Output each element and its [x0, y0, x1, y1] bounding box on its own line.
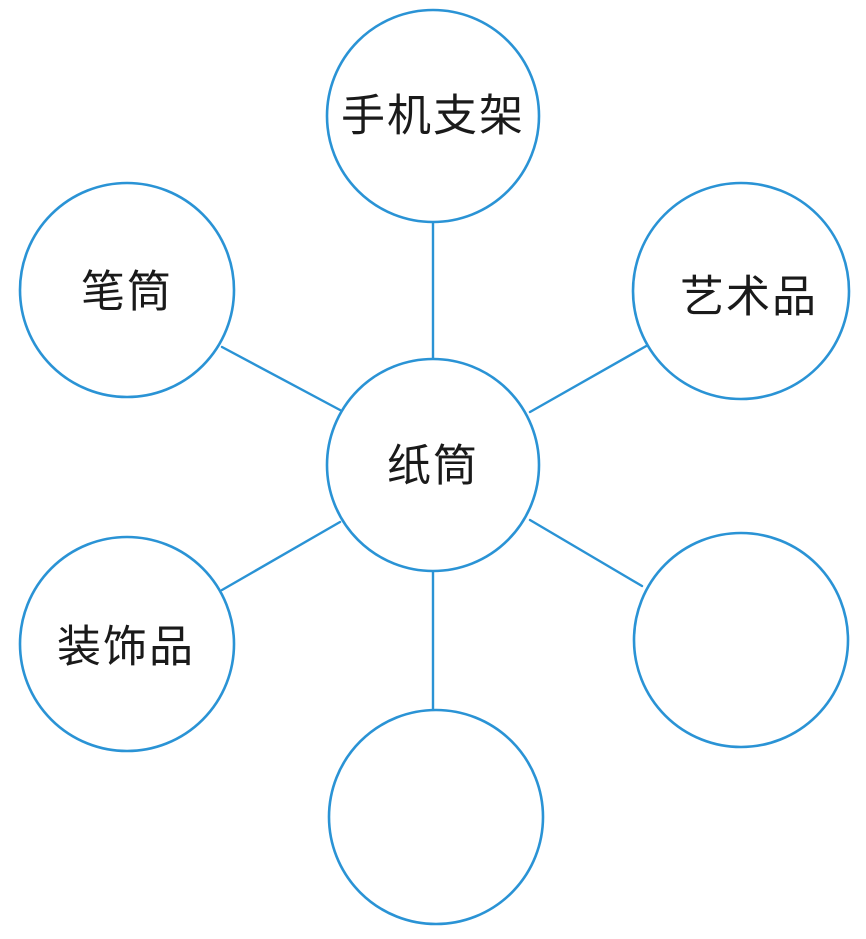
connector-lines: [220, 220, 650, 714]
node-top-label: 手机支架: [341, 91, 525, 142]
node-lower-left: 装饰品: [18, 535, 236, 753]
node-lower-right: [632, 531, 850, 749]
node-top-circle: [325, 8, 541, 224]
node-lower-left-circle: [18, 535, 236, 753]
node-upper-right: 艺术品: [631, 181, 851, 401]
node-upper-left-circle: [18, 181, 236, 399]
center-node: 纸筒: [325, 357, 541, 573]
node-bottom-circle: [327, 708, 545, 926]
connector-lower-right: [528, 518, 644, 588]
connector-upper-right: [528, 343, 650, 414]
connector-upper-left: [220, 345, 342, 412]
node-bottom: [327, 708, 545, 926]
center-node-label: 纸筒: [387, 441, 479, 492]
node-upper-right-label: 艺术品: [680, 272, 818, 323]
node-lower-left-label: 装饰品: [57, 622, 195, 673]
node-upper-left-label: 笔筒: [81, 267, 173, 318]
node-upper-left: 笔筒: [18, 181, 236, 399]
center-node-circle: [325, 357, 541, 573]
node-lower-right-circle: [632, 531, 850, 749]
connector-lower-left: [220, 520, 342, 592]
node-upper-right-circle: [631, 181, 851, 401]
node-top: 手机支架: [325, 8, 541, 224]
